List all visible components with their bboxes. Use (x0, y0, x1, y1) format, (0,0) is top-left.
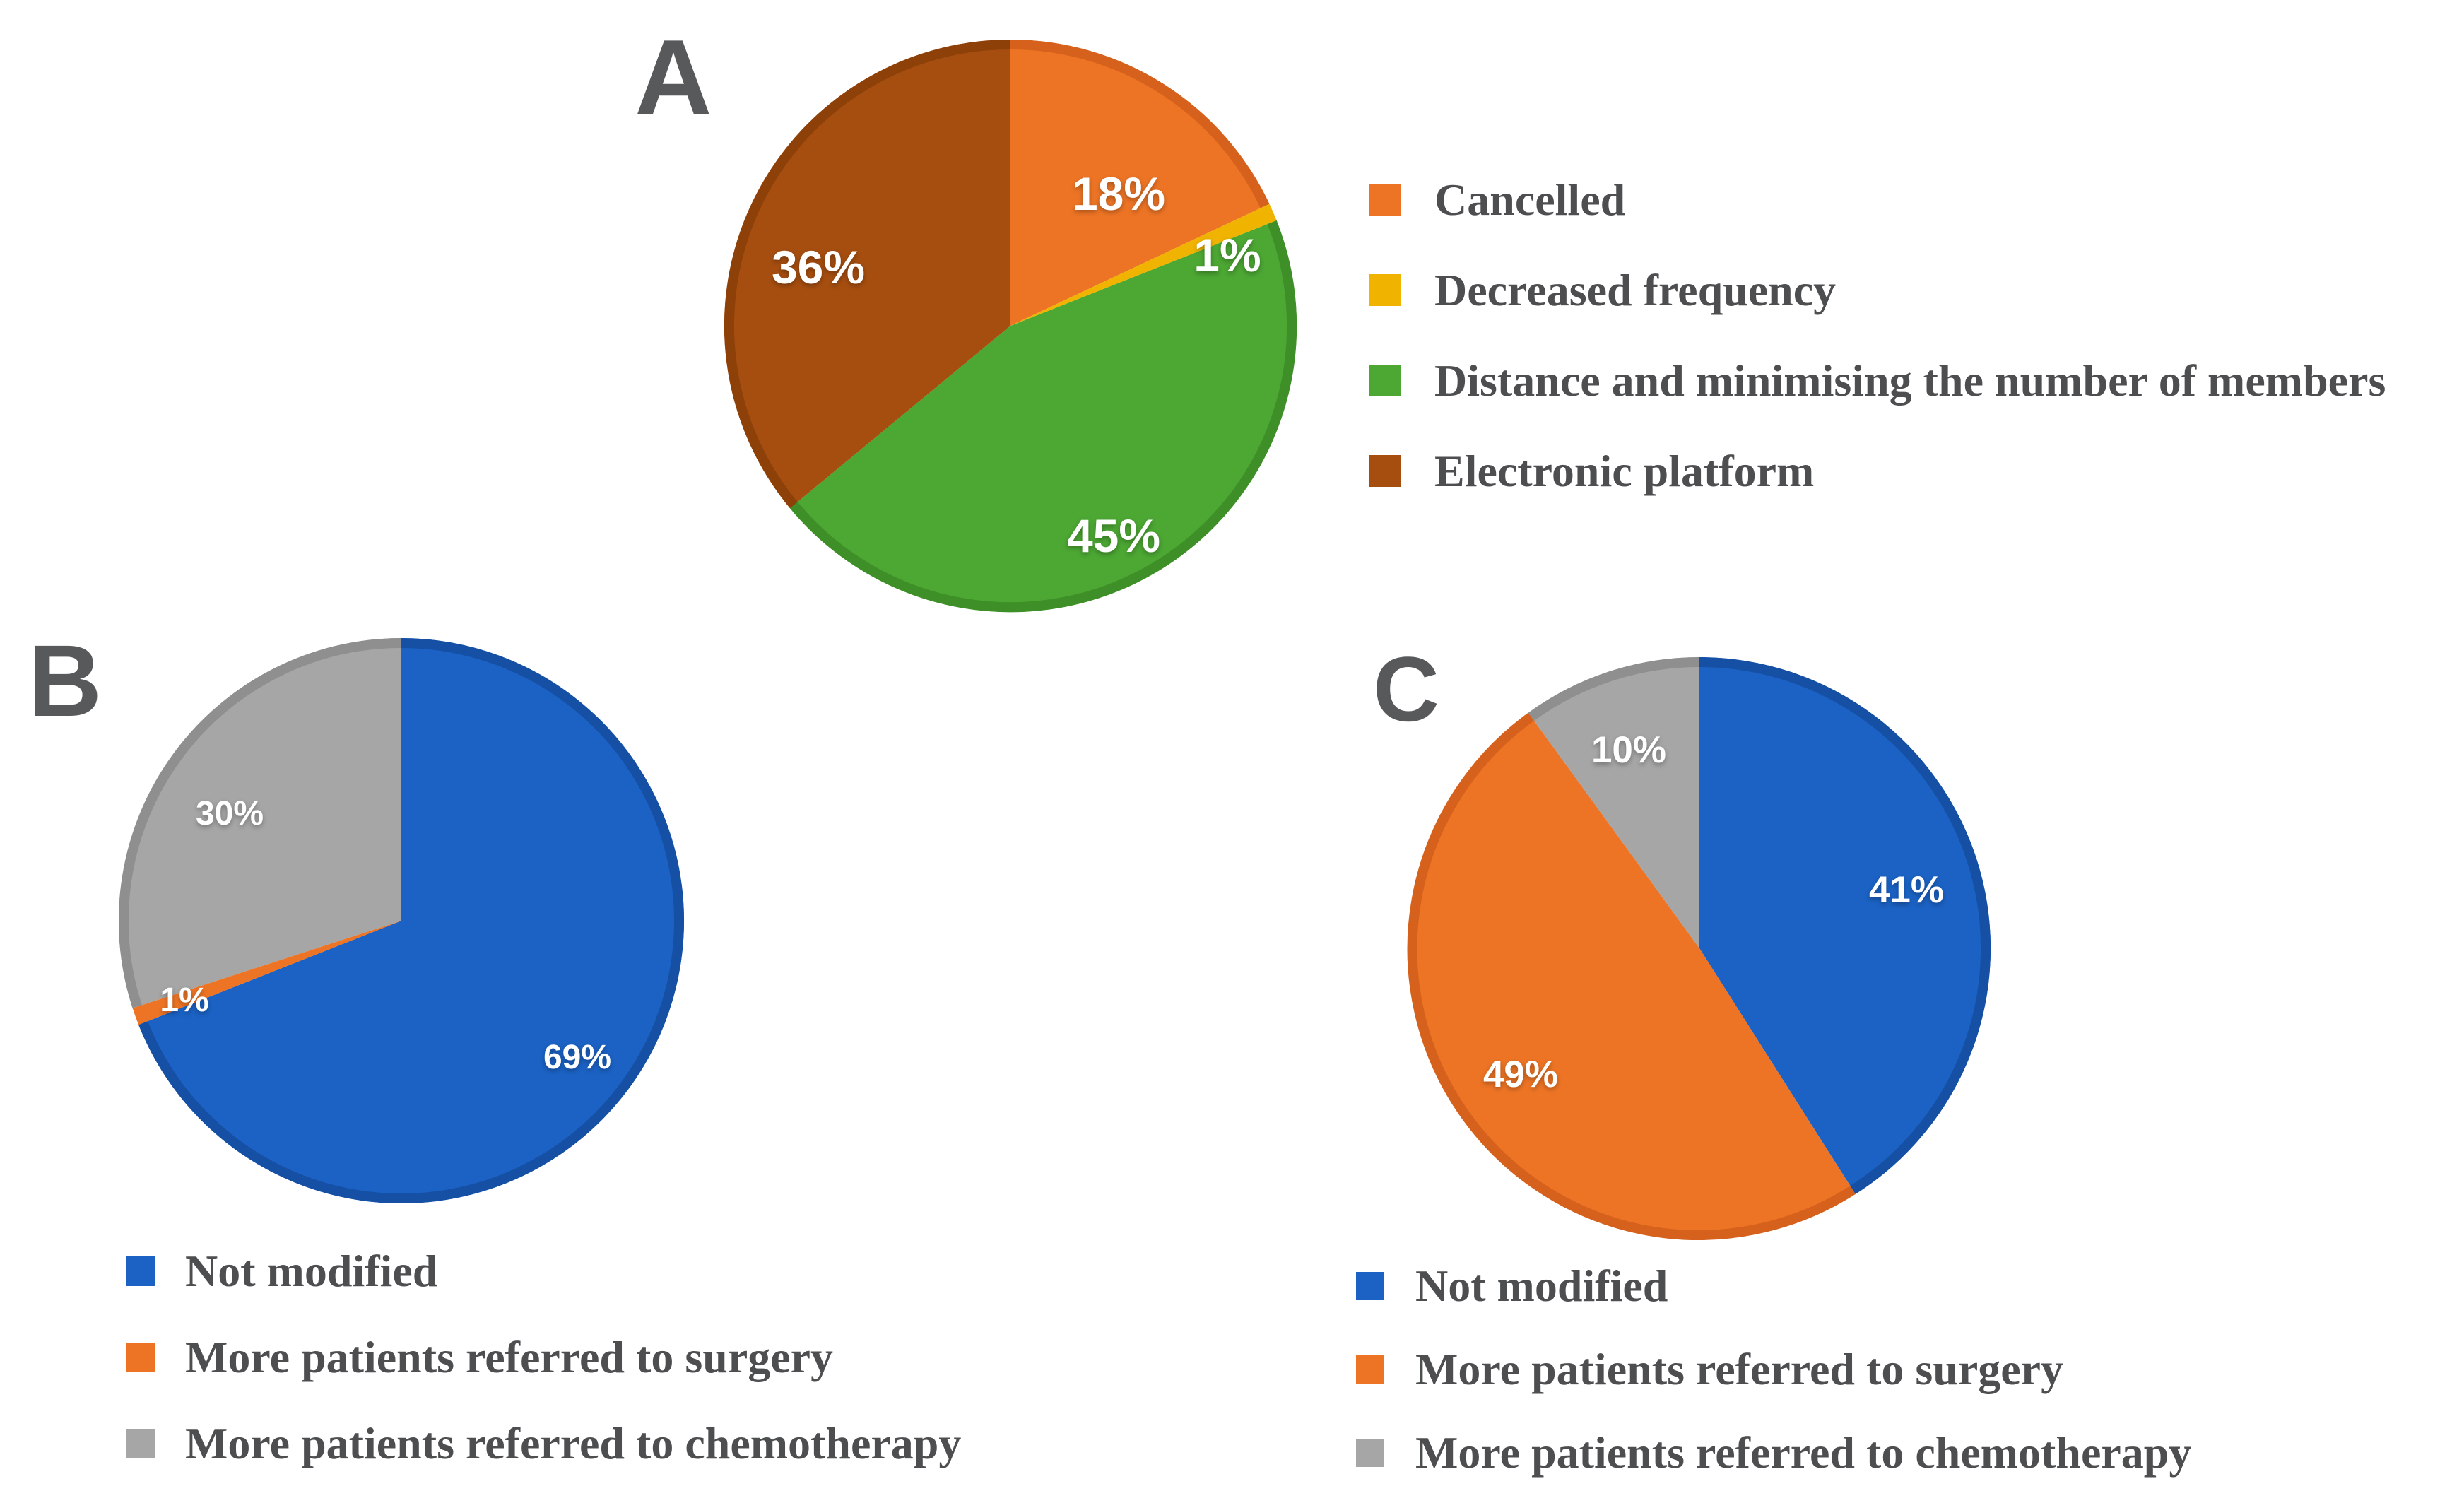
legend-label: More patients referred to chemotherapy (1415, 1427, 2192, 1478)
legend-item: Not modified (126, 1249, 961, 1294)
legend-item: Electronic platform (1369, 448, 2386, 493)
legend-label: Decreased frequency (1434, 264, 1837, 315)
legend-label: Not modified (1415, 1261, 1668, 1311)
panel-label-c: C (1373, 637, 1439, 741)
percent-label-a-4: 36% (772, 241, 865, 293)
legend-swatch (126, 1343, 155, 1372)
percent-label-a-2: 1% (1193, 229, 1261, 281)
percent-label-c-2: 49% (1483, 1054, 1558, 1095)
legend-item: More patients referred to chemotherapy (126, 1421, 961, 1466)
legend-label: Distance and minimising the number of me… (1434, 355, 2386, 406)
legend-label: More patients referred to surgery (1415, 1344, 2064, 1394)
legend-label: More patients referred to surgery (185, 1332, 834, 1382)
pie-slice-rim (1528, 657, 1700, 721)
legend-item: Not modified (1356, 1263, 2191, 1309)
legend-swatch (1369, 365, 1401, 396)
percent-label-a-3: 45% (1067, 509, 1160, 562)
percent-label-c-3: 10% (1591, 729, 1666, 771)
pie-slice-rim (138, 638, 684, 1203)
panel-label-a: A (635, 18, 712, 138)
percent-label-b-3: 30% (196, 795, 264, 832)
pie-slice-rim (1699, 657, 1991, 1194)
pie-slice-a-2 (1010, 204, 1277, 326)
pie-chart-b: 69% 1% 30% (119, 638, 685, 1203)
pie-slice-b-3 (119, 638, 401, 1008)
legend-swatch (1356, 1355, 1384, 1384)
pie-slice-rim (789, 220, 1297, 613)
legend-item: Distance and minimising the number of me… (1369, 358, 2386, 403)
pie-slice-a-1 (1010, 40, 1270, 326)
percent-label-b-1: 69% (543, 1039, 611, 1076)
legend-swatch (1369, 274, 1401, 306)
pie-slice-c-3 (1528, 657, 1699, 948)
legend-item: Decreased frequency (1369, 267, 2386, 312)
legend-item: Cancelled (1369, 177, 2386, 222)
pie-chart-c: 41% 49% 10% (1407, 657, 1991, 1240)
pie-slice-b-1 (138, 638, 685, 1203)
pie-slice-rim (1407, 712, 1856, 1240)
pie-slice-a-4 (724, 39, 1010, 509)
legend-swatch (126, 1256, 155, 1286)
legend-swatch (1369, 455, 1401, 487)
pie-chart-a: 18% 1% 45% 36% (724, 39, 1297, 613)
legend-label: Cancelled (1434, 174, 1626, 225)
panel-label-b: B (28, 624, 102, 738)
legend-swatch (1356, 1272, 1384, 1300)
pie-slice-a-3 (789, 220, 1297, 613)
pie-slice-c-2 (1408, 712, 1856, 1240)
legend-swatch (1369, 184, 1401, 216)
legend-label: Electronic platform (1434, 445, 1815, 496)
pie-slice-b-2 (132, 921, 401, 1025)
legend-label: Not modified (185, 1246, 438, 1296)
percent-label-c-1: 41% (1869, 869, 1944, 911)
legend-item: More patients referred to surgery (1356, 1347, 2191, 1392)
legend-item: More patients referred to chemotherapy (1356, 1430, 2191, 1475)
legend-swatch (1356, 1439, 1384, 1467)
legend-swatch (126, 1429, 155, 1458)
legend-item: More patients referred to surgery (126, 1335, 961, 1380)
percent-label-b-2: 1% (160, 982, 208, 1019)
legend-label: More patients referred to chemotherapy (185, 1418, 962, 1468)
pie-slice-rim (1010, 40, 1270, 208)
pie-slice-rim (724, 40, 1011, 509)
pie-slice-rim (119, 638, 402, 1008)
pie-slice-c-1 (1699, 657, 1991, 1194)
percent-label-a-1: 18% (1072, 167, 1165, 220)
